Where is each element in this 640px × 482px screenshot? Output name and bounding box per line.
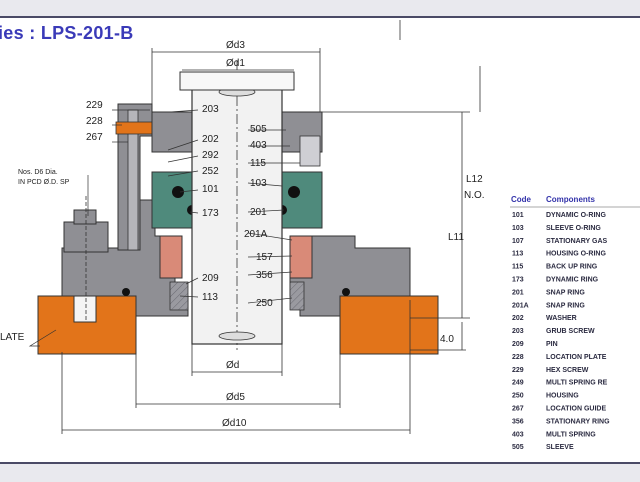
- legend-code-201A: 201A: [512, 302, 529, 309]
- legend-header-components: Components: [546, 195, 595, 204]
- callout-356: 356: [256, 270, 273, 281]
- legend-code-201: 201: [512, 289, 524, 296]
- bottom-border-bar: [0, 462, 640, 482]
- dim-l12: L12: [466, 174, 483, 185]
- legend-name-203: GRUB SCREW: [546, 328, 595, 335]
- legend-name-115: BACK UP RING: [546, 264, 598, 271]
- legend-code-403: 403: [512, 431, 524, 438]
- legend-code-115: 115: [512, 264, 523, 271]
- legend-code-113: 113: [512, 251, 523, 258]
- dim-d: Ød: [226, 360, 239, 371]
- dim-d3: Ød3: [226, 40, 245, 51]
- legend-code-250: 250: [512, 393, 524, 400]
- legend-name-250: HOUSING: [546, 393, 579, 400]
- legend-name-107: STATIONARY GAS: [546, 238, 608, 245]
- legend-code-173: 173: [512, 277, 524, 284]
- callout-103: 103: [250, 178, 267, 189]
- o-ring-r1: [288, 186, 300, 198]
- legend-name-201: SNAP RING: [546, 289, 585, 296]
- hatched-left: [169, 281, 189, 311]
- legend-header-code: Code: [511, 195, 532, 204]
- legend-code-249: 249: [512, 380, 524, 387]
- legend-code-101: 101: [512, 212, 524, 219]
- callout-173: 173: [202, 208, 219, 219]
- series-title: ies : LPS-201-B: [0, 23, 134, 43]
- legend-name-403: MULTI SPRING: [546, 431, 596, 438]
- callout-229: 229: [86, 100, 103, 111]
- spring-block: [299, 135, 321, 167]
- callout-201a: 201A: [244, 229, 268, 240]
- callout-250: 250: [256, 298, 273, 309]
- legend-name-229: HEX SCREW: [546, 367, 589, 374]
- callout-403: 403: [250, 140, 267, 151]
- legend-name-201A: SNAP RING: [546, 302, 585, 309]
- bolt-note-line1: Nos. D6 Dia.: [18, 169, 58, 176]
- legend-name-113: HOUSING O-RING: [546, 251, 606, 258]
- callout-201: 201: [250, 207, 267, 218]
- plate-right: [339, 295, 439, 355]
- shaft-bottom-ellipse: [218, 331, 256, 341]
- dim-l11: L11: [448, 232, 464, 243]
- callout-203: 203: [202, 104, 219, 115]
- legend-code-267: 267: [512, 406, 524, 413]
- legend-code-228: 228: [512, 354, 524, 361]
- dim-d10: Ød10: [222, 418, 247, 429]
- legend-name-356: STATIONARY RING: [546, 418, 610, 425]
- o-ring-l1: [172, 186, 184, 198]
- callout-113: 113: [202, 292, 218, 303]
- bolt-hole: [73, 295, 97, 323]
- hatched-right: [289, 281, 305, 311]
- legend-name-267: LOCATION GUIDE: [546, 406, 606, 413]
- dynamic-ring-left: [151, 171, 193, 229]
- stationary-ring-left: [159, 235, 183, 279]
- legend-name-209: PIN: [546, 341, 558, 348]
- legend-name-103: SLEEVE O-RING: [546, 225, 601, 232]
- dim-no: N.O.: [464, 190, 485, 201]
- legend-code-229: 229: [512, 367, 524, 374]
- top-border-bar: [0, 0, 640, 18]
- legend-name-505: SLEEVE: [546, 444, 574, 451]
- stationary-ring-right: [289, 235, 313, 279]
- dim-gap: 4.0: [440, 334, 454, 345]
- legend-code-209: 209: [512, 341, 524, 348]
- callout-228: 228: [86, 116, 103, 127]
- legend-name-101: DYNAMIC O-RING: [546, 212, 606, 219]
- bolt-note-line2: IN PCD Ø.D. SP: [18, 179, 70, 186]
- callout-505: 505: [250, 124, 267, 135]
- o-ring-plate-l: [122, 288, 130, 296]
- dynamic-ring-right: [281, 171, 323, 229]
- legend-name-173: DYNAMIC RING: [546, 277, 599, 284]
- callout-101: 101: [202, 184, 219, 195]
- sleeve-top: [179, 71, 295, 91]
- callout-292: 292: [202, 150, 219, 161]
- dim-d1: Ød1: [226, 58, 245, 69]
- legend-name-202: WASHER: [546, 315, 577, 322]
- legend-name-249: MULTI SPRING RE: [546, 380, 608, 387]
- callout-157: 157: [256, 252, 273, 263]
- bolt-cap: [73, 209, 97, 225]
- legend-code-203: 203: [512, 328, 524, 335]
- dim-d5: Ød5: [226, 392, 245, 403]
- legend-code-107: 107: [512, 238, 524, 245]
- plate-note: LATE: [0, 332, 25, 343]
- legend-code-356: 356: [512, 418, 524, 425]
- callout-202a: 202: [202, 134, 219, 145]
- callout-252: 252: [202, 166, 219, 177]
- callout-267: 267: [86, 132, 103, 143]
- legend-name-228: LOCATION PLATE: [546, 354, 607, 361]
- legend-code-103: 103: [512, 225, 524, 232]
- callout-209: 209: [202, 273, 219, 284]
- o-ring-plate-r: [342, 288, 350, 296]
- collar-left: [151, 111, 193, 153]
- legend-code-505: 505: [512, 444, 524, 451]
- legend-code-202: 202: [512, 315, 524, 322]
- callout-115: 115: [250, 158, 266, 169]
